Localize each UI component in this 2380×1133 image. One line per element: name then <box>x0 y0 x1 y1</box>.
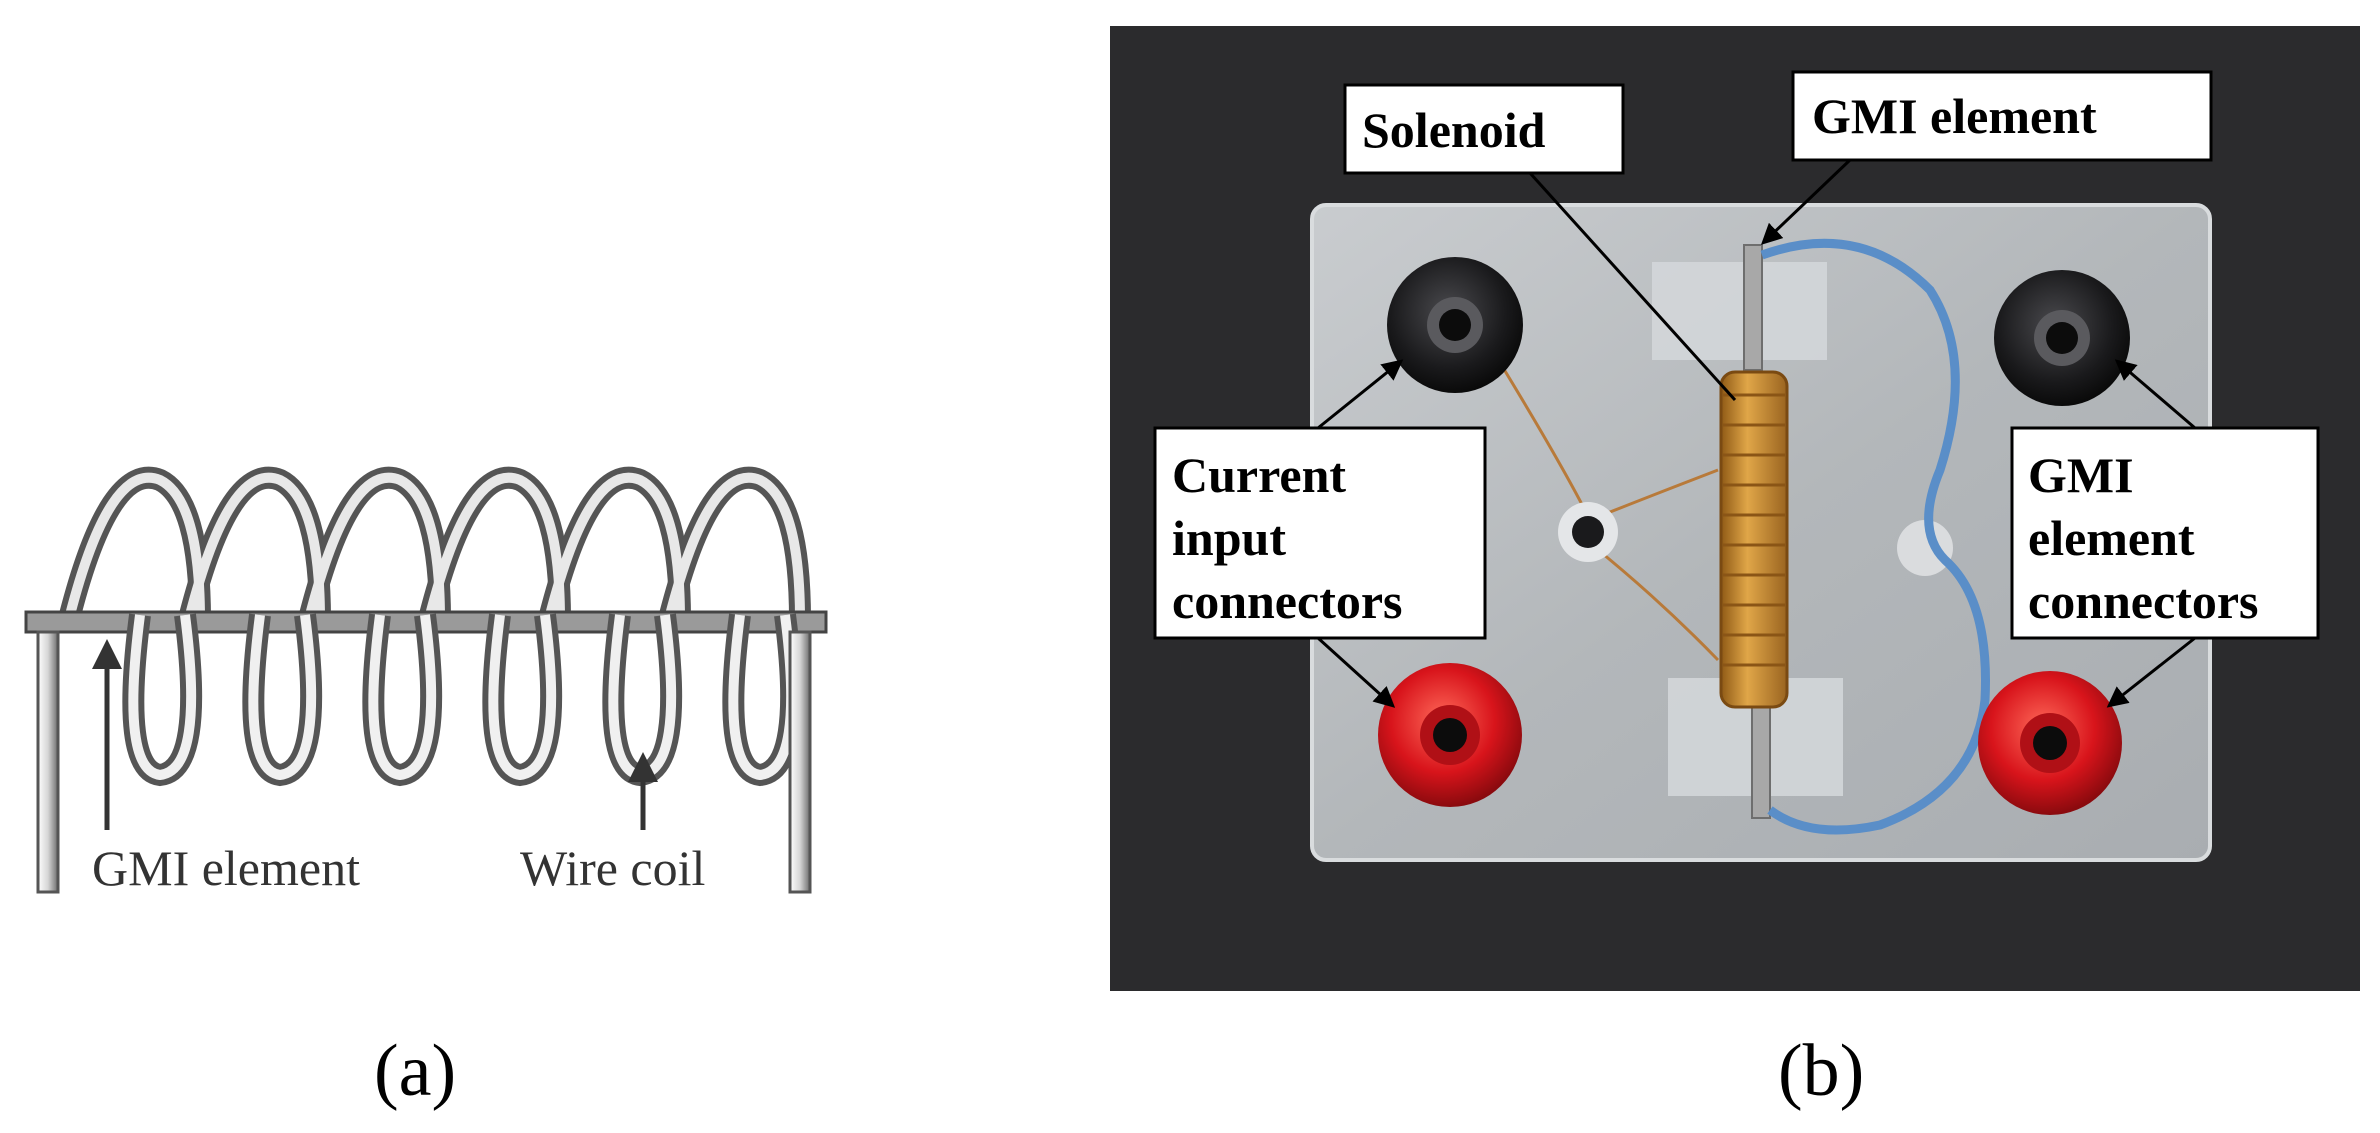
screw-hole-right <box>1897 520 1953 576</box>
tape-pad-top <box>1652 262 1827 360</box>
current-input-red-connector <box>1378 663 1522 807</box>
gmi-connectors-line-1: GMI <box>2028 447 2134 503</box>
gmi-element-label: GMI element <box>92 840 360 896</box>
current-input-arrow-down <box>1316 636 1396 708</box>
solenoid-callout: Solenoid <box>1343 83 1737 402</box>
copper-lead-bottom <box>1591 543 1720 662</box>
gmi-connectors-arrow-down <box>2106 636 2196 708</box>
gmi-element-callout-arrow <box>1760 158 1852 245</box>
wire-coil-front <box>122 613 803 787</box>
gmi-connectors-line-3: connectors <box>2028 573 2259 629</box>
gmi-connectors-line-2: element <box>2028 510 2195 566</box>
screw-hole-center <box>1572 516 1604 548</box>
wire-coil-back-highlight <box>65 472 805 621</box>
current-input-line-2: input <box>1172 510 1286 566</box>
solenoid-windings <box>1723 393 1785 667</box>
gmi-element-callout-text: GMI element <box>1812 88 2097 144</box>
panel-b-photo: Solenoid GMI element Current input conne… <box>1110 26 2360 991</box>
wire-coil-front-highlight <box>128 614 797 781</box>
solenoid-callout-text: Solenoid <box>1362 102 1546 158</box>
coil-lead-left <box>36 630 60 894</box>
gmi-pin-top <box>1743 244 1763 371</box>
current-input-line-3: connectors <box>1172 573 1403 629</box>
current-input-line-1: Current <box>1172 447 1346 503</box>
gmi-element-connectors-callout: GMI element connectors <box>2010 359 2320 708</box>
gmi-black-connector <box>1994 270 2130 406</box>
current-input-callout: Current input connectors <box>1153 359 1487 708</box>
gmi-element-callout: GMI element <box>1760 70 2213 245</box>
wire-coil-label: Wire coil <box>520 840 705 896</box>
panel-a-label: (a) <box>374 1030 456 1112</box>
gmi-pin-bottom <box>1751 699 1771 819</box>
blue-wire <box>1760 238 1990 835</box>
coil-lead-right <box>788 630 812 894</box>
solenoid-callout-line <box>1528 171 1737 402</box>
panel-a-diagram: GMI element Wire coil <box>24 466 828 896</box>
current-input-arrow-up <box>1317 359 1404 430</box>
gmi-connectors-arrow-up <box>2114 359 2196 430</box>
panel-b-label: (b) <box>1778 1030 1864 1112</box>
current-input-black-connector <box>1387 257 1523 393</box>
solenoid-coil <box>1719 370 1789 709</box>
gmi-red-connector <box>1978 671 2122 815</box>
